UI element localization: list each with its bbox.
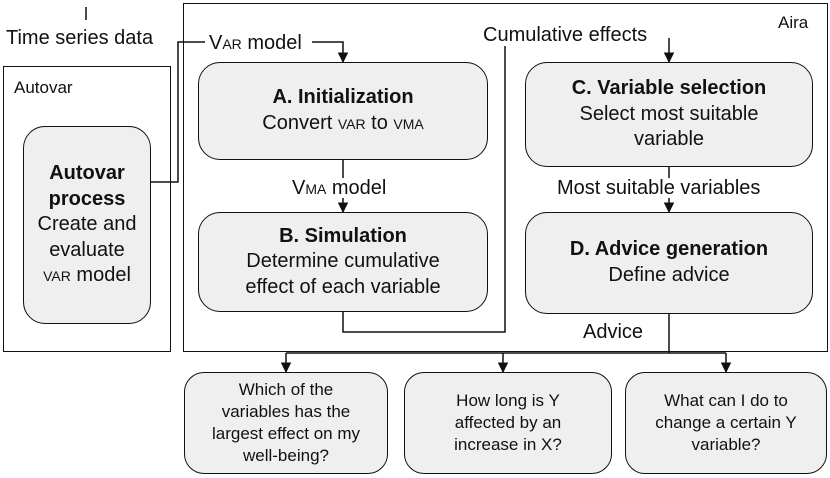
step-a-title: A. Initialization [272, 86, 414, 109]
edge-var-model-to-a [312, 41, 349, 64]
autovar-process-box: Autovar process Create and evaluate var … [23, 126, 151, 324]
step-b-desc-line1: Determine cumulative [246, 250, 440, 273]
autovar-process-title-line2: process [48, 187, 126, 210]
question-3-line3: variable? [691, 435, 761, 455]
step-a-initialization-box: A. Initialization Convert var to vma [198, 62, 488, 160]
step-b-desc-line2: effect of each variable [245, 275, 441, 298]
step-a-var-smallcaps: var [337, 112, 366, 134]
question-1-line4: well-being? [242, 446, 329, 466]
question-2-line3: increase in X? [454, 435, 562, 455]
vma-model-smallcaps: ma [305, 177, 327, 199]
var-model-smallcaps: ar [222, 32, 242, 54]
var-model-suffix: model [241, 32, 302, 54]
most-suitable-label: Most suitable variables [554, 178, 764, 198]
vma-model-suffix: model [326, 177, 387, 199]
time-series-label: Time series data [6, 27, 154, 49]
aira-frame [183, 3, 828, 352]
edge-process-to-var-model [151, 41, 205, 183]
step-b-title: B. Simulation [279, 224, 407, 247]
cumulative-effects-label: Cumulative effects [481, 24, 650, 46]
autovar-process-model-word: model [70, 264, 131, 287]
autovar-process-desc-line2: evaluate [49, 238, 125, 261]
question-2-line2: affected by an [454, 412, 562, 432]
step-c-desc-line1: Select most suitable [579, 102, 759, 125]
step-d-title: D. Advice generation [569, 238, 769, 261]
step-d-advice-generation-box: D. Advice generation Define advice [525, 212, 813, 314]
question-box-1: Which of the variables has the largest e… [184, 372, 388, 474]
question-1-line3: largest effect on my [211, 424, 361, 443]
autovar-process-title-line1: Autovar [49, 162, 125, 185]
question-box-2: How long is Y affected by an increase in… [404, 372, 612, 474]
question-box-3: What can I do to change a certain Y vari… [625, 372, 827, 474]
step-c-variable-selection-box: C. Variable selection Select most suitab… [525, 62, 813, 167]
step-b-simulation-box: B. Simulation Determine cumulative effec… [198, 212, 488, 312]
var-model-prefix: V [209, 32, 223, 54]
advice-label: Advice [580, 322, 647, 342]
question-1-line2: variables has the [221, 401, 351, 421]
autovar-process-var-smallcaps: var [43, 264, 71, 287]
autovar-process-desc-line1: Create and [37, 213, 137, 236]
vma-model-label: Vma model [289, 177, 390, 199]
step-d-desc-line1: Define advice [608, 264, 730, 286]
autovar-frame-label: Autovar [14, 78, 73, 97]
vma-model-prefix: V [292, 177, 306, 199]
step-a-desc: Convert var to vma [262, 111, 423, 137]
step-a-desc-pre: Convert [262, 112, 338, 134]
step-c-desc-line2: variable [633, 128, 705, 151]
step-a-desc-mid: to [365, 112, 394, 134]
question-3-line2: change a certain Y [655, 412, 797, 432]
step-c-title: C. Variable selection [571, 77, 767, 100]
question-2-line1: How long is Y [456, 390, 560, 410]
aira-frame-label: Aira [778, 13, 809, 32]
var-model-label: Var model [207, 33, 304, 53]
autovar-process-desc-line3: var model [43, 263, 131, 289]
autovar-frame [3, 66, 171, 352]
step-a-vma-smallcaps: vma [393, 112, 424, 134]
question-3-line1: What can I do to [664, 390, 788, 410]
edge-b-to-cumulative [342, 46, 506, 333]
question-1-line1: Which of the [238, 379, 334, 399]
